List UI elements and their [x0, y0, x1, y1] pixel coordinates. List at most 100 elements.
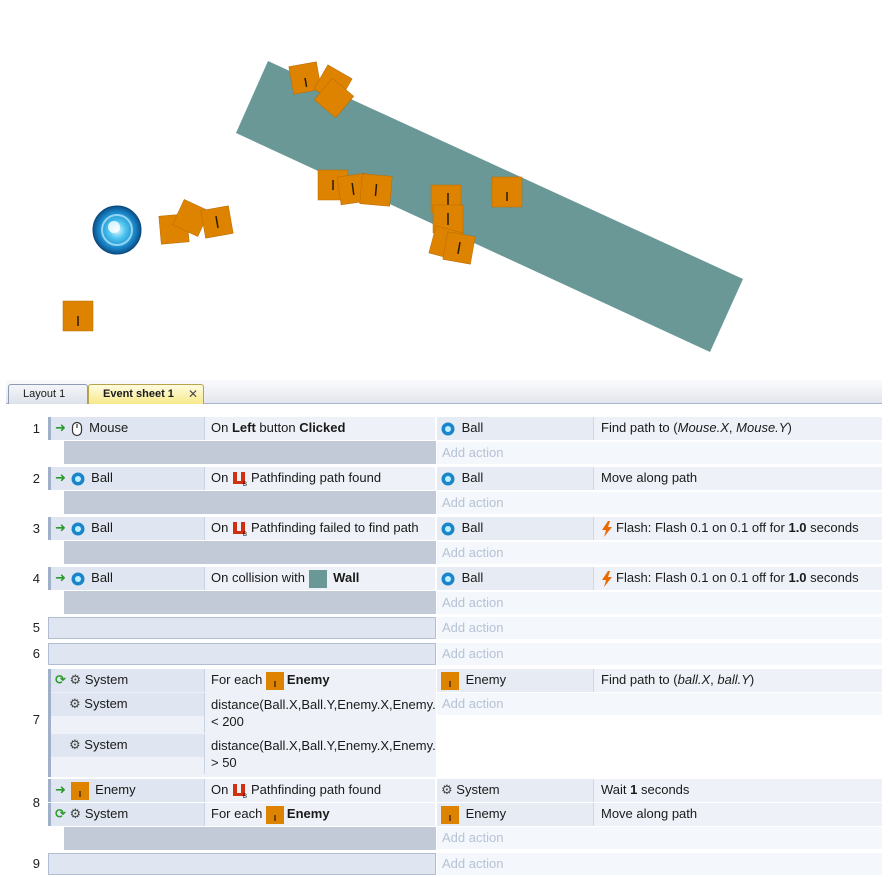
event-number: 1	[32, 421, 40, 436]
event-number: 3	[32, 521, 40, 536]
object-name: System	[84, 806, 129, 821]
enemy-sprite	[491, 176, 523, 208]
trigger-arrow-icon: ➜	[55, 782, 66, 797]
enemy-icon	[441, 805, 459, 824]
trigger-arrow-icon: ➜	[55, 570, 66, 585]
enemy-icon	[441, 671, 459, 690]
trigger-arrow-icon: ➜	[55, 420, 66, 435]
condition-object[interactable]: ⟳ ⚙ System	[48, 803, 204, 826]
add-action-link[interactable]: Add action	[442, 445, 504, 460]
svg-text:B: B	[243, 482, 247, 487]
action-text[interactable]: Flash: Flash 0.1 on 0.1 off for 1.0 seco…	[593, 567, 882, 590]
empty-condition-block[interactable]	[48, 643, 436, 665]
ball-icon	[441, 522, 455, 536]
object-name: System	[84, 672, 129, 687]
condition-text[interactable]: distance(Ball.X,Ball.Y,Enemy.X,Enemy.Y) …	[204, 693, 435, 733]
action-text[interactable]: Flash: Flash 0.1 on 0.1 off for 1.0 seco…	[593, 517, 882, 540]
object-name: Enemy	[465, 672, 507, 687]
action-object[interactable]: Ball	[437, 467, 593, 490]
action-text[interactable]: Find path to (ball.X, ball.Y)	[593, 669, 882, 692]
condition-text[interactable]: On collision with Wall	[204, 567, 435, 590]
enemy-icon	[265, 671, 284, 690]
tab-event-sheet-1[interactable]: Event sheet 1 ✕	[88, 384, 204, 404]
svg-text:B: B	[243, 794, 247, 799]
tab-bar: Layout 1 Event sheet 1 ✕	[6, 380, 882, 404]
close-tab-icon[interactable]: ✕	[187, 387, 198, 401]
object-name: Ball	[461, 520, 484, 535]
layout-canvas[interactable]	[0, 0, 890, 380]
enemy-icon	[70, 781, 89, 800]
add-action-link[interactable]: Add action	[442, 856, 504, 871]
condition-object[interactable]: ➜ Ball	[48, 517, 204, 540]
condition-object[interactable]: ⚙ System	[48, 734, 204, 757]
wall-sprite[interactable]	[236, 61, 743, 352]
object-name: System	[84, 737, 128, 752]
add-action-link[interactable]: Add action	[442, 620, 504, 635]
object-name: Ball	[91, 470, 113, 485]
condition-object[interactable]: ⟳ ⚙ System	[48, 669, 204, 692]
event-row-9[interactable]: 9 Add action	[6, 853, 882, 877]
event-number: 7	[32, 712, 40, 727]
event-row-1[interactable]: 1 ➜ Mouse On Left button Clicked Ball Fi…	[6, 417, 882, 467]
add-action-link[interactable]: Add action	[442, 646, 504, 661]
condition-object[interactable]: ➜ Mouse	[48, 417, 204, 440]
gear-icon: ⚙	[441, 782, 453, 797]
ball-icon	[71, 472, 85, 486]
add-action-link[interactable]: Add action	[442, 595, 504, 610]
loop-icon: ⟳	[55, 806, 66, 821]
empty-condition-block[interactable]	[48, 617, 436, 639]
enemy-sprite	[442, 231, 476, 265]
event-row-6[interactable]: 6 Add action	[6, 643, 882, 669]
action-text[interactable]: Find path to (Mouse.X, Mouse.Y)	[593, 417, 882, 440]
condition-object[interactable]: ⚙ System	[48, 693, 204, 716]
event-number: 4	[32, 571, 40, 586]
subevent-area	[64, 591, 436, 614]
condition-text[interactable]: For each Enemy	[204, 803, 435, 826]
object-name: Ball	[91, 570, 113, 585]
layout-view[interactable]	[0, 0, 890, 380]
tab-layout-1-label: Layout 1	[23, 388, 66, 400]
event-number: 9	[32, 856, 40, 871]
enemy-sprite	[200, 205, 234, 239]
action-object[interactable]: Enemy	[437, 803, 593, 826]
trigger-arrow-icon: ➜	[55, 520, 66, 535]
object-name: Mouse	[89, 420, 129, 435]
action-object[interactable]: ⚙ System	[437, 779, 593, 802]
action-object[interactable]: Ball	[437, 517, 593, 540]
action-object[interactable]: Ball	[437, 417, 593, 440]
object-name: System	[456, 782, 500, 797]
event-row-5[interactable]: 5 Add action	[6, 617, 882, 643]
wall-icon	[308, 569, 327, 588]
condition-text[interactable]: distance(Ball.X,Ball.Y,Enemy.X,Enemy.Y) …	[204, 734, 435, 774]
action-text[interactable]: Wait 1 seconds	[593, 779, 882, 802]
add-action-link[interactable]: Add action	[442, 696, 504, 711]
ball-icon	[441, 572, 455, 586]
tab-layout-1[interactable]: Layout 1	[8, 384, 88, 404]
condition-object[interactable]: ➜ Enemy	[48, 779, 204, 802]
enemy-sprite	[313, 77, 355, 119]
empty-condition-block[interactable]	[48, 853, 436, 875]
add-action-link[interactable]: Add action	[442, 545, 504, 560]
condition-object[interactable]: ➜ Ball	[48, 467, 204, 490]
event-row-7[interactable]: 7 ⟳ ⚙ System For each Enemy ⚙ System dis…	[6, 669, 882, 779]
action-object[interactable]: Ball	[437, 567, 593, 590]
pathfinding-behavior-icon: B	[232, 471, 247, 487]
action-object[interactable]: Enemy	[437, 669, 593, 692]
add-action-link[interactable]: Add action	[442, 830, 504, 845]
condition-text[interactable]: For each Enemy	[204, 669, 435, 692]
event-row-4[interactable]: 4 ➜ Ball On collision with Wall Ball Fla…	[6, 567, 882, 617]
action-text[interactable]: Move along path	[593, 803, 882, 826]
add-action-link[interactable]: Add action	[442, 495, 504, 510]
enemy-sprite	[359, 173, 393, 207]
enemy-sprites	[62, 61, 523, 332]
condition-text[interactable]: On Left button Clicked	[204, 417, 435, 440]
condition-object[interactable]: ➜ Ball	[48, 567, 204, 590]
action-text[interactable]: Move along path	[593, 467, 882, 490]
object-name: Ball	[461, 420, 484, 435]
